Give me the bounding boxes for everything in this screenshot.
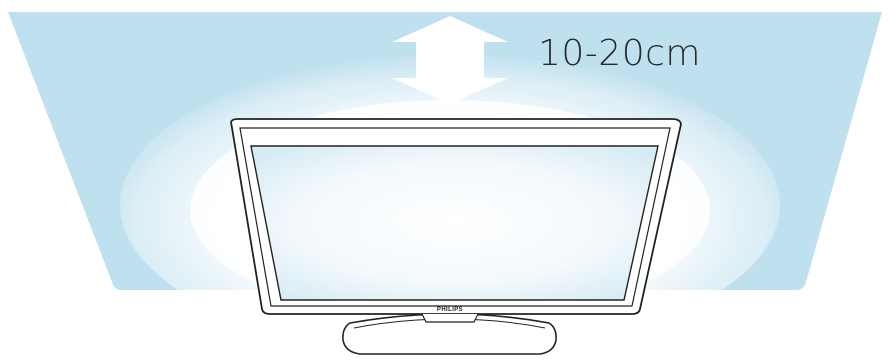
tv-icon: PHILIPS: [230, 118, 682, 323]
distance-label: 10-20cm: [538, 33, 701, 74]
tv-screen: [250, 145, 659, 301]
brand-logo-text: PHILIPS: [437, 307, 463, 313]
double-arrow-icon: [392, 16, 508, 104]
